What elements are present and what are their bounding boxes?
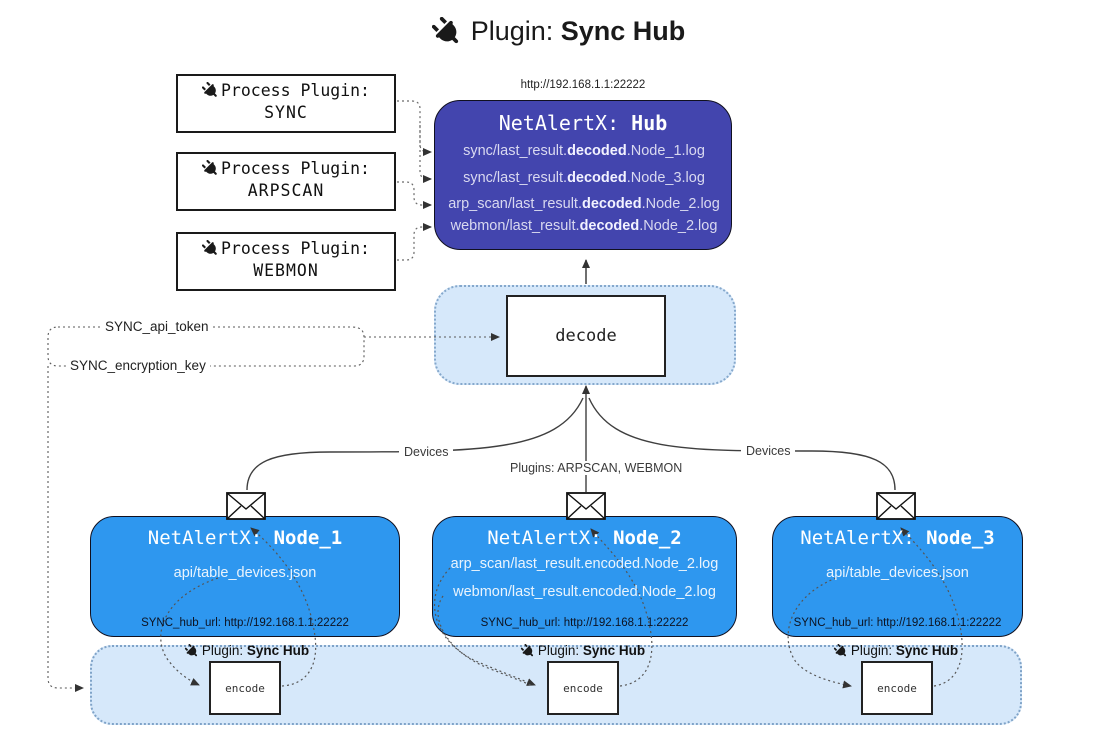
node-3-title: NetAlertX: Node_3 — [800, 527, 995, 549]
sync-api-token-label: SYNC_api_token — [101, 319, 213, 334]
node-1-box: NetAlertX: Node_1 api/table_devices.json… — [90, 516, 400, 637]
process-plugin-box-arpscan: Process Plugin: ARPSCAN — [176, 152, 396, 211]
encoder-plugin-label-2: Plugin: Sync Hub — [520, 643, 645, 658]
node-2-file-2: webmon/last_result.encoded.Node_2.log — [453, 584, 716, 600]
process-plugin-name-sync: SYNC — [264, 103, 308, 122]
plug-icon — [201, 160, 217, 175]
envelope-icon — [226, 492, 266, 520]
node-1-title: NetAlertX: Node_1 — [147, 527, 343, 549]
hub-title: NetAlertX: Hub — [434, 111, 732, 135]
encode-label: encode — [225, 681, 265, 695]
hub-title-prefix: NetAlertX: — [498, 111, 620, 135]
edge-label-devices-left: Devices — [399, 445, 454, 459]
hub-log-3: arp_scan/last_result.decoded.Node_2.log — [448, 196, 720, 212]
page-title: Plugin: Sync Hub — [0, 16, 1117, 47]
edge-label-plugins-center: Plugins: ARPSCAN, WEBMON — [505, 461, 688, 475]
edge-label-devices-right: Devices — [741, 444, 796, 458]
encode-label: encode — [877, 681, 917, 695]
plug-icon — [201, 240, 217, 255]
node-1-hub-url: SYNC_hub_url: http://192.168.1.1:22222 — [141, 617, 349, 629]
edge-webmon-to-log4 — [397, 223, 432, 261]
process-plugin-label: Process Plugin: — [220, 81, 370, 100]
node-3-hub-url: SYNC_hub_url: http://192.168.1.1:22222 — [793, 617, 1002, 629]
node-2-title: NetAlertX: Node_2 — [487, 527, 682, 549]
process-plugin-box-sync: Process Plugin: SYNC — [176, 74, 396, 133]
node-2-hub-url: SYNC_hub_url: http://192.168.1.1:22222 — [480, 617, 689, 629]
process-plugin-box-webmon: Process Plugin: WEBMON — [176, 232, 396, 291]
plug-icon — [201, 82, 217, 97]
plug-icon — [431, 16, 458, 43]
process-plugin-label: Process Plugin: — [220, 239, 370, 258]
hub-url: http://192.168.1.1:22222 — [520, 79, 646, 91]
edge-sync-to-log2 — [419, 125, 432, 183]
edge-secrets-to-encoders — [47, 366, 84, 692]
hub-log-1: sync/last_result.decoded.Node_1.log — [463, 143, 705, 159]
hub-log-4: webmon/last_result.decoded.Node_2.log — [450, 218, 718, 234]
edge-sync-to-log1 — [397, 100, 432, 156]
node-2-box: NetAlertX: Node_2 arp_scan/last_result.e… — [432, 516, 737, 637]
edge-node1-to-decode — [246, 397, 584, 491]
encoder-plugin-label-3: Plugin: Sync Hub — [833, 643, 958, 658]
plug-icon — [833, 643, 847, 656]
hub-log-2: sync/last_result.decoded.Node_3.log — [463, 170, 705, 186]
decode-label: decode — [555, 326, 617, 346]
title-prefix: Plugin: — [470, 16, 554, 46]
hub-title-name: Hub — [631, 111, 668, 135]
edge-arpscan-to-log3 — [397, 181, 432, 209]
decode-box: decode — [506, 295, 666, 377]
plug-icon — [520, 643, 534, 656]
process-plugin-label: Process Plugin: — [220, 159, 370, 178]
encode-label: encode — [563, 681, 603, 695]
node-3-file: api/table_devices.json — [826, 565, 969, 581]
title-name: Sync Hub — [560, 16, 686, 46]
process-plugin-name-webmon: WEBMON — [253, 261, 319, 280]
encode-box-3: encode — [861, 661, 933, 715]
envelope-icon — [566, 492, 606, 520]
envelope-icon — [876, 492, 916, 520]
page-title-text: Plugin: Sync Hub — [471, 16, 686, 47]
plug-icon — [184, 643, 198, 656]
hub-box — [434, 100, 732, 250]
sync-encryption-key-label: SYNC_encryption_key — [66, 358, 210, 373]
node-3-box: NetAlertX: Node_3 api/table_devices.json… — [772, 516, 1023, 637]
node-1-file: api/table_devices.json — [173, 565, 317, 581]
encoder-plugin-label-1: Plugin: Sync Hub — [184, 643, 309, 658]
encode-box-2: encode — [547, 661, 619, 715]
node-2-file-1: arp_scan/last_result.encoded.Node_2.log — [450, 556, 719, 572]
process-plugin-name-arpscan: ARPSCAN — [247, 181, 325, 200]
encode-box-1: encode — [209, 661, 281, 715]
